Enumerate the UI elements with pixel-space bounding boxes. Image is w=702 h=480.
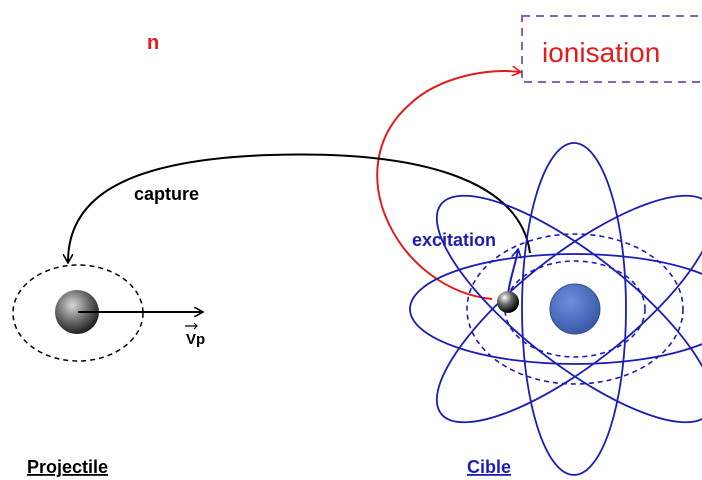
label-cible: Cible [467,457,511,477]
target-orbit-diag-1 [435,194,702,424]
target-orbit-horizontal [409,253,702,365]
ionisation-box [521,15,702,83]
projectile-nucleus [55,290,99,334]
label-velocity: Vp [186,331,205,348]
label-excitation: excitation [412,230,496,250]
target-shell-inner [504,260,646,358]
target-atom [409,142,702,476]
label-capture: capture [134,184,199,204]
label-ionisation: ionisation [542,37,660,68]
capture-arrow [68,153,531,262]
label-n: n [147,32,159,54]
vector-mark [185,322,198,330]
ionisation-arrow [376,71,520,300]
target-nucleus [549,283,601,335]
target-orbit-diag-2 [435,194,702,424]
target-shell-outer [466,233,684,385]
label-projectile: Projectile [27,457,108,477]
target-orbit-vertical [521,142,627,476]
target-electron [497,291,519,313]
